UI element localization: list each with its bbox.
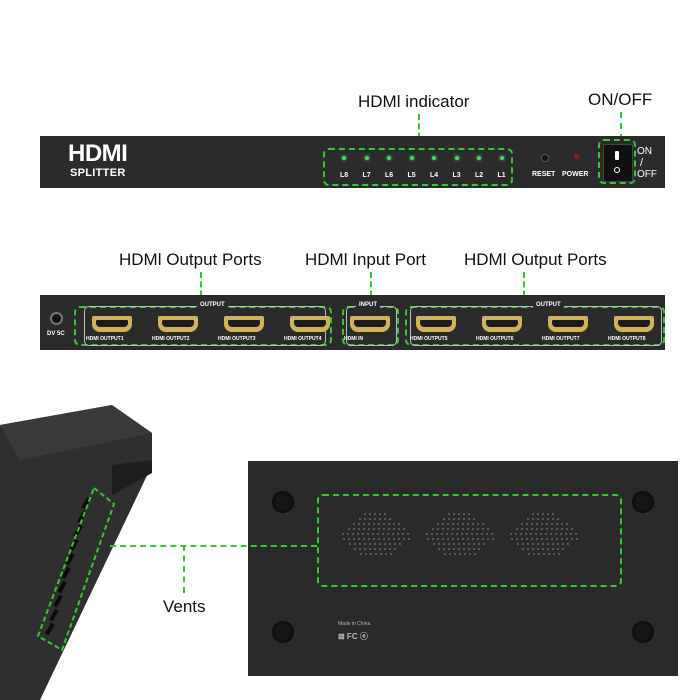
hdmi-indicator-highlight: [323, 148, 513, 186]
vents-callout: Vents: [163, 597, 206, 616]
hdmi-port-label: HDMI OUTPUT5: [410, 336, 448, 342]
led-l5-icon: [409, 156, 414, 160]
hdmi-socket-icon: [354, 320, 386, 327]
side-view-photo: [0, 405, 152, 700]
hdmi-socket-icon: [420, 320, 452, 327]
led-label: L8: [340, 172, 349, 179]
side-vents-highlight: [36, 486, 116, 652]
output-left-leader: [200, 272, 202, 306]
switch-on-label: ON: [637, 146, 652, 157]
led-l4-icon: [432, 156, 436, 160]
hdmi-socket-icon: [486, 320, 518, 327]
front-panel: [40, 136, 665, 188]
hdmi-output-port[interactable]: [416, 316, 456, 332]
rubber-foot-icon: [272, 491, 294, 513]
on-off-callout: ON/OFF: [588, 90, 653, 109]
led-l1-icon: [499, 156, 504, 160]
hdmi-port-label: HDMI OUTPUT7: [542, 336, 580, 342]
led-l3-icon: [454, 156, 459, 160]
switch-on-mark-icon: [615, 151, 619, 160]
led-l6-icon: [387, 156, 391, 160]
led-label: L7: [362, 172, 371, 179]
certification-marks-icon: ⊠ FC ⓔ: [338, 632, 368, 641]
hdmi-output-port[interactable]: [158, 316, 198, 332]
output-right-leader: [523, 272, 525, 306]
on-off-leader: [620, 112, 622, 140]
hdmi-port-label: HDMI OUTPUT3: [218, 336, 256, 342]
hdmi-indicator-callout: HDMl indicator: [358, 92, 470, 111]
reset-button[interactable]: [541, 154, 549, 162]
hdmi-socket-icon: [96, 320, 128, 327]
hdmi-socket-icon: [162, 320, 194, 327]
input-port-callout: HDMl Input Port: [305, 250, 426, 269]
hdmi-port-label: HDMI IN: [344, 336, 364, 342]
led-label: L4: [430, 172, 439, 179]
hdmi-port-label: HDMI OUTPUT2: [152, 336, 190, 342]
hdmi-input-port[interactable]: [350, 316, 390, 332]
power-switch[interactable]: [603, 144, 633, 182]
bottom-vents-highlight: [317, 494, 622, 587]
made-in-label: Made in China: [338, 621, 371, 627]
hdmi-port-label: HDMI OUTPUT4: [284, 336, 322, 342]
hdmi-socket-icon: [294, 320, 326, 327]
on-off-highlight: [598, 139, 636, 184]
led-l2-icon: [477, 156, 481, 160]
led-label: L2: [475, 172, 484, 179]
hdmi-output-port[interactable]: [482, 316, 522, 332]
input-group-label: INPUT: [356, 302, 380, 308]
hdmi-output-port[interactable]: [224, 316, 264, 332]
logo-splitter: SPLITTER: [70, 167, 126, 179]
vents-leader-vertical: [183, 545, 185, 593]
hdmi-output-port[interactable]: [290, 316, 330, 332]
hdmi-indicator-leader: [418, 114, 420, 148]
input-leader: [370, 272, 372, 306]
led-label: L5: [407, 172, 416, 179]
hdmi-output-port[interactable]: [548, 316, 588, 332]
power-label: POWER: [562, 171, 589, 178]
led-l7-icon: [364, 156, 369, 160]
rubber-foot-icon: [632, 491, 654, 513]
led-l8-icon: [342, 156, 346, 160]
hdmi-port-label: HDMI OUTPUT1: [86, 336, 124, 342]
led-label: L6: [385, 172, 394, 179]
led-label: L1: [497, 172, 506, 179]
output-group-label-right: OUTPUT: [533, 302, 564, 308]
power-led: [574, 154, 579, 159]
hdmi-port-label: HDMI OUTPUT8: [608, 336, 646, 342]
hdmi-port-label: HDMI OUTPUT6: [476, 336, 514, 342]
reset-label: RESET: [532, 171, 556, 178]
rubber-foot-icon: [632, 621, 654, 643]
dc-label: DV 5C: [47, 331, 65, 337]
led-label: L3: [452, 172, 461, 179]
rubber-foot-icon: [272, 621, 294, 643]
logo-hdmi: HDMI: [68, 140, 128, 167]
hdmi-output-port[interactable]: [92, 316, 132, 332]
switch-off-mark-icon: [614, 167, 620, 173]
output-ports-right-callout: HDMl Output Ports: [464, 250, 607, 269]
hdmi-output-port[interactable]: [614, 316, 654, 332]
hdmi-socket-icon: [228, 320, 260, 327]
switch-off-label: OFF: [637, 169, 657, 180]
switch-slash-icon: /: [640, 157, 644, 169]
output-ports-left-callout: HDMl Output Ports: [119, 250, 262, 269]
vents-leader-horizontal: [110, 545, 317, 547]
dc-power-jack[interactable]: [50, 312, 63, 325]
hdmi-socket-icon: [618, 320, 650, 327]
hdmi-socket-icon: [552, 320, 584, 327]
output-group-label-left: OUTPUT: [197, 302, 228, 308]
